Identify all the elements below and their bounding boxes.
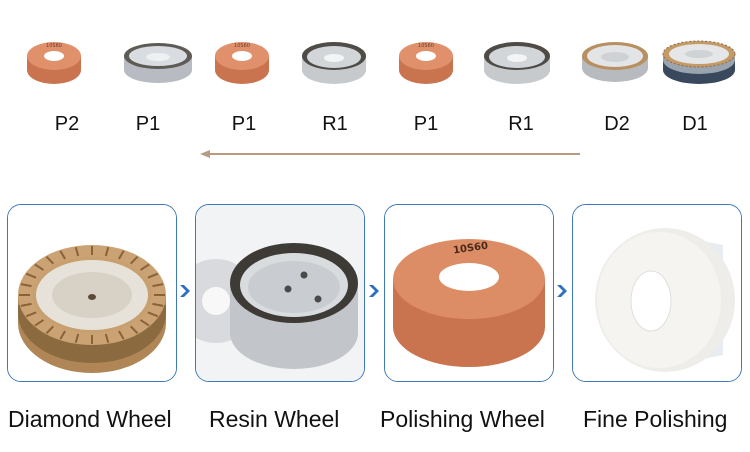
diamond-segment-slot [25,272,37,279]
top-label-d2: D2 [604,113,630,135]
diamond-segment-slot [74,333,80,344]
fine-polishing-wheel-icon [573,205,741,381]
polishing-wheel-icon: 10S60 [385,205,553,381]
flow-arrow-left-icon [200,150,580,158]
diamond-segment-slot [139,263,150,271]
stage-card-fine-polishing [572,204,742,382]
diamond-segment-slot [59,330,66,340]
top-label-p1: P1 [231,113,257,135]
svg-text:10S60: 10S60 [46,43,62,49]
stage-label-fine-polishing: Fine Polishing [583,406,728,432]
diamond-segment-slot [118,250,125,260]
diamond-segment-slot [74,246,80,257]
wheel-engraving: 10S60 [453,241,489,257]
polishing-wheel-icon: 10S60 [27,42,81,84]
diamond-wheel-icon [8,205,176,381]
diamond-segment-slot [104,333,110,344]
stage-label-resin-wheel: Resin Wheel [209,406,340,432]
chevron-right-icon [369,285,379,297]
diamond-segment-slot [152,302,164,307]
diamond-segment-slot [104,246,110,257]
diamond-segment-slot [129,325,139,335]
svg-text:10S60: 10S60 [234,43,250,49]
chevron-right-icon [557,285,567,297]
stage-card-polishing-wheel: 10S60 [384,204,554,382]
top-label-p1: P1 [413,113,439,135]
diamond-segment-slot [147,311,159,318]
top-label-r1: R1 [508,113,534,135]
diamond-segment-slot [20,283,32,288]
stage-label-diamond-wheel: Diamond Wheel [8,406,172,432]
diamond-segment-slot [34,263,45,271]
top-label-d1: D1 [682,113,708,135]
top-label-p1: P1 [135,113,161,135]
stage-card-resin-wheel [195,204,365,382]
diamond-wheel-icon [662,40,736,84]
diamond-segment-slot [25,311,37,318]
diamond-segment-slot [45,255,55,265]
diamond-segment-slot [34,319,45,327]
resin-wheel-icon [124,43,192,83]
stage-card-diamond-wheel [7,204,177,382]
resin-wheel-icon [484,42,550,84]
top-label-p2: P2 [54,113,80,135]
polishing-wheel-icon: 10S60 [215,42,269,84]
diamond-segment-slot [45,325,55,335]
diamond-segment-slot [129,255,139,265]
diamond-segment-slot [147,272,159,279]
diamond-segment-slot [20,302,32,307]
diamond-segment-slot [118,330,125,340]
top-label-r1: R1 [322,113,348,135]
stage-label-polishing-wheel: Polishing Wheel [380,406,545,432]
polishing-wheel-icon: 10S60 [399,42,453,84]
diamond-segment-slot [59,250,66,260]
resin-wheel-icon [196,205,364,381]
diamond-segment-slot [139,319,150,327]
diamond-segment-slot [152,283,164,288]
resin-wheel-icon [302,42,366,84]
diamond-wheel-icon [582,42,648,82]
chevron-right-icon [180,285,190,297]
svg-text:10S60: 10S60 [418,43,434,49]
